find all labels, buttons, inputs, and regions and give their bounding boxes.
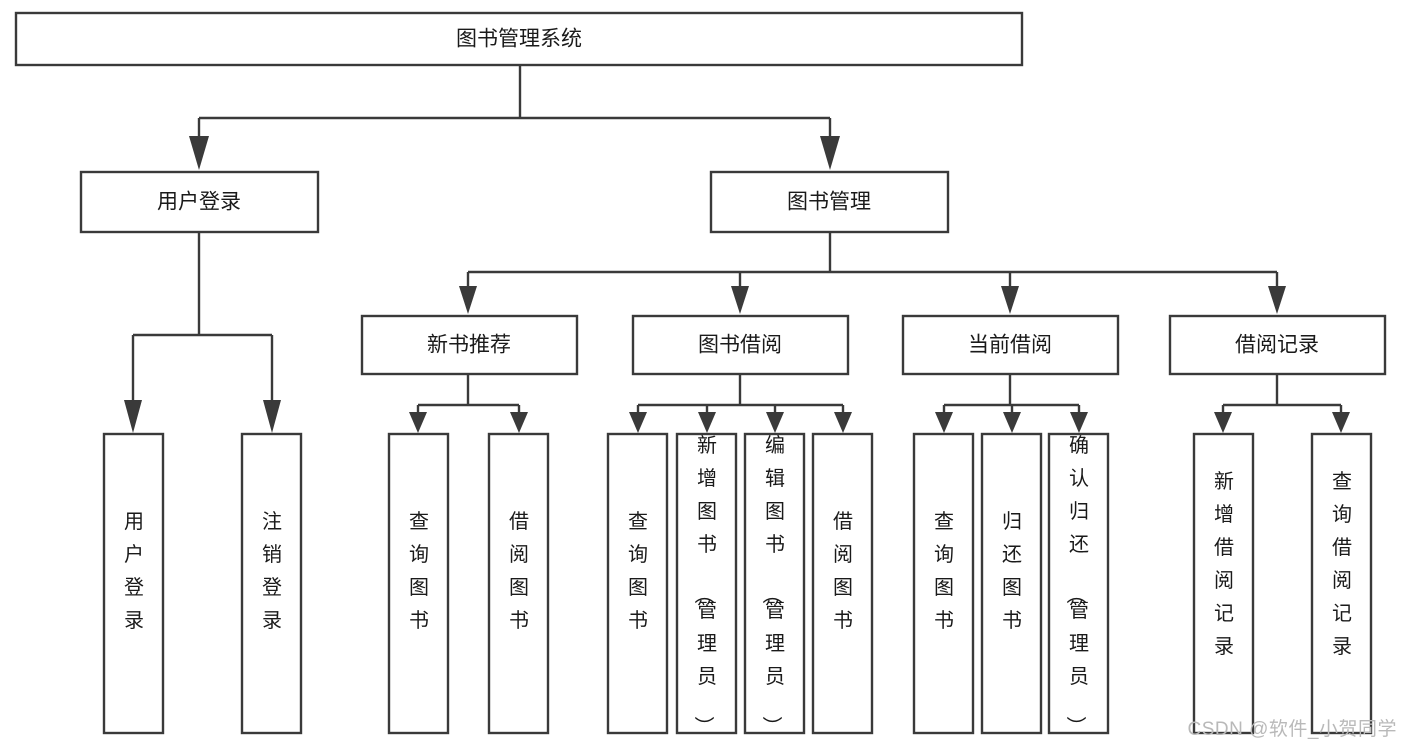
- leaf-nbr-borrow-book-label: 借阅图书: [509, 510, 529, 632]
- leaf-nbr-borrow-book[interactable]: 借阅图书: [487, 432, 550, 735]
- leaf-bb-edit-book-admin-box[interactable]: [743, 432, 806, 735]
- leaf-bb-borrow-book-label: 借阅图书: [833, 510, 853, 632]
- leaf-bb-add-book-admin-box[interactable]: [675, 432, 738, 735]
- leaf-user-login-login[interactable]: 用户登录: [102, 432, 165, 735]
- leaf-user-login-logout-box[interactable]: [240, 432, 303, 735]
- node-root-box[interactable]: [14, 11, 1024, 67]
- node-book-management-box[interactable]: [709, 170, 950, 234]
- leaf-bb-borrow-book[interactable]: 借阅图书: [811, 432, 874, 735]
- leaf-br-add-record-label: 新增借阅记录: [1214, 470, 1234, 658]
- leaf-br-query-record-label: 查询借阅记录: [1332, 470, 1352, 658]
- leaf-user-login-login-label: 用户登录: [124, 511, 144, 632]
- arrowhead-nbr-borrow-book: [510, 412, 528, 433]
- leaf-cb-return-book-label: 归还图书: [1002, 510, 1022, 632]
- arrowhead-leaf-user-login: [124, 400, 142, 433]
- arrowhead-book-borrow: [731, 286, 749, 314]
- node-book-borrow-label: 图书借阅: [698, 334, 782, 357]
- node-current-borrow[interactable]: 当前借阅: [901, 314, 1120, 376]
- node-borrow-record-label: 借阅记录: [1235, 334, 1319, 357]
- leaf-user-login-login-box[interactable]: [102, 432, 165, 735]
- leaf-cb-confirm-return-admin-label: 确认归还（管理员）: [1064, 434, 1089, 736]
- arrowhead-book-mgmt: [820, 136, 840, 170]
- leaf-cb-query-book-box[interactable]: [912, 432, 975, 735]
- arrowhead-br-query-record: [1332, 412, 1350, 433]
- node-book-management-label: 图书管理: [787, 191, 871, 214]
- node-new-book-recommend-label: 新书推荐: [427, 334, 511, 357]
- connector-group-book-borrow: [629, 374, 852, 433]
- leaf-nbr-borrow-book-box[interactable]: [487, 432, 550, 735]
- leaf-nbr-query-book[interactable]: 查询图书: [387, 432, 450, 735]
- leaf-cb-confirm-return-admin-box[interactable]: [1047, 432, 1110, 735]
- node-new-book-recommend-box[interactable]: [360, 314, 579, 376]
- leaf-br-query-record[interactable]: 查询借阅记录: [1310, 432, 1373, 735]
- node-user-login[interactable]: 用户登录: [79, 170, 320, 234]
- arrowhead-cb-query-book: [935, 412, 953, 433]
- node-book-borrow-box[interactable]: [631, 314, 850, 376]
- arrowhead-cb-return-book: [1003, 412, 1021, 433]
- arrowhead-current-borrow: [1001, 286, 1019, 314]
- arrowhead-bb-borrow-book: [834, 412, 852, 433]
- node-root-label: 图书管理系统: [456, 28, 582, 51]
- node-borrow-record[interactable]: 借阅记录: [1168, 314, 1387, 376]
- node-root[interactable]: 图书管理系统: [14, 11, 1024, 67]
- leaf-bb-add-book-admin-label: 新增图书（管理员）: [692, 434, 717, 736]
- arrowhead-br-add-record: [1214, 412, 1232, 433]
- leaf-bb-query-book-box[interactable]: [606, 432, 669, 735]
- connector-group-book-mgmt: [459, 232, 1286, 314]
- connector-group-root: [189, 65, 840, 170]
- connector-group-borrow-record: [1214, 374, 1350, 433]
- node-borrow-record-box[interactable]: [1168, 314, 1387, 376]
- leaf-bb-add-book-admin[interactable]: 新增图书（管理员）: [675, 432, 738, 736]
- leaf-bb-edit-book-admin-label: 编辑图书（管理员）: [760, 434, 785, 736]
- arrowhead-bb-edit-book: [766, 412, 784, 433]
- node-current-borrow-label: 当前借阅: [968, 334, 1052, 357]
- node-book-borrow[interactable]: 图书借阅: [631, 314, 850, 376]
- leaf-cb-return-book-box[interactable]: [980, 432, 1043, 735]
- arrowhead-bb-add-book: [698, 412, 716, 433]
- leaf-bb-borrow-book-box[interactable]: [811, 432, 874, 735]
- connector-group-user-login: [124, 232, 281, 433]
- leaf-nbr-query-book-label: 查询图书: [409, 510, 429, 632]
- leaf-bb-query-book-label: 查询图书: [628, 510, 648, 632]
- leaf-cb-return-book[interactable]: 归还图书: [980, 432, 1043, 735]
- arrowhead-bb-query-book: [629, 412, 647, 433]
- node-book-management[interactable]: 图书管理: [709, 170, 950, 234]
- connector-group-new-book-recommend: [409, 374, 528, 433]
- node-current-borrow-box[interactable]: [901, 314, 1120, 376]
- leaf-bb-query-book[interactable]: 查询图书: [606, 432, 669, 735]
- leaf-br-query-record-box[interactable]: [1310, 432, 1373, 735]
- arrowhead-leaf-logout: [263, 400, 281, 433]
- leaf-user-login-logout[interactable]: 注销登录: [240, 432, 303, 735]
- node-new-book-recommend[interactable]: 新书推荐: [360, 314, 579, 376]
- leaf-br-add-record-box[interactable]: [1192, 432, 1255, 735]
- arrowhead-cb-confirm-return: [1070, 412, 1088, 433]
- leaf-cb-query-book[interactable]: 查询图书: [912, 432, 975, 735]
- node-user-login-label: 用户登录: [157, 191, 241, 214]
- leaf-bb-edit-book-admin[interactable]: 编辑图书（管理员）: [743, 432, 806, 736]
- leaf-nbr-query-book-box[interactable]: [387, 432, 450, 735]
- leaf-user-login-logout-label: 注销登录: [262, 510, 282, 632]
- leaf-cb-confirm-return-admin[interactable]: 确认归还（管理员）: [1047, 432, 1110, 736]
- arrowhead-user-login: [189, 136, 209, 170]
- arrowhead-new-book-recommend: [459, 286, 477, 314]
- leaf-br-add-record[interactable]: 新增借阅记录: [1192, 432, 1255, 735]
- arrowhead-borrow-record: [1268, 286, 1286, 314]
- node-user-login-box[interactable]: [79, 170, 320, 234]
- connector-group-current-borrow: [935, 374, 1088, 433]
- arrowhead-nbr-query-book: [409, 412, 427, 433]
- leaf-cb-query-book-label: 查询图书: [934, 510, 954, 632]
